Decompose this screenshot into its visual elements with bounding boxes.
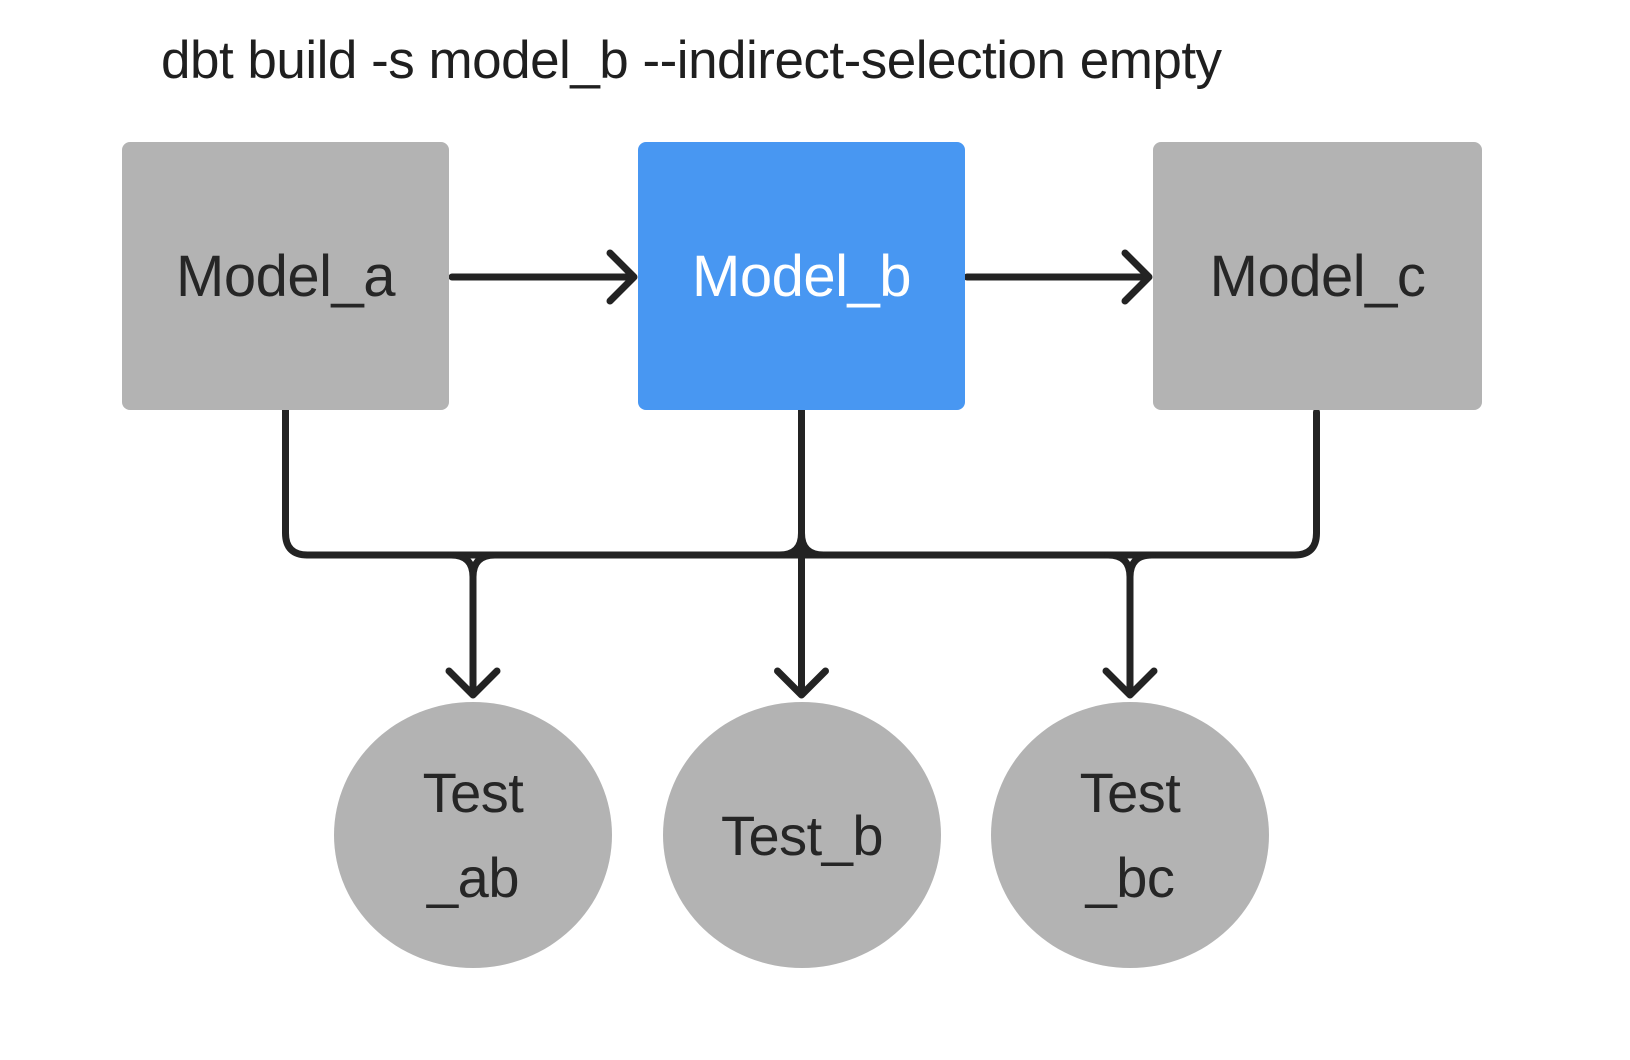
node-test-b-label: Test_b	[721, 803, 884, 867]
node-model-a-label: Model_a	[176, 243, 395, 309]
connector-lines	[282, 249, 1320, 699]
arrowhead-test-ab-icon	[445, 667, 501, 699]
node-test-b: Test_b	[663, 702, 941, 968]
node-model-b-label: Model_b	[692, 243, 911, 309]
node-model-a: Model_a	[122, 142, 449, 410]
edge-model-c-drop-line	[1291, 408, 1320, 559]
node-test-bc: Test _bc	[991, 702, 1269, 968]
node-test-ab-label-line1: Test	[422, 761, 524, 824]
node-model-b: Model_b	[638, 142, 965, 410]
edge-branch-test-ab-line	[447, 551, 499, 698]
arrowhead-test-bc-icon	[1102, 667, 1158, 699]
edge-model-a-drop-line	[282, 406, 311, 559]
node-model-c-label: Model_c	[1209, 243, 1426, 309]
arrowhead-model-a-to-model-b-icon	[606, 249, 638, 305]
edge-branch-test-bc-line	[1104, 551, 1156, 698]
arrowhead-test-b-icon	[774, 667, 829, 699]
node-test-bc-label-line1: Test	[1079, 761, 1181, 824]
node-test-ab: Test _ab	[334, 702, 612, 968]
junction-model-b-fillets	[776, 529, 827, 559]
node-model-c: Model_c	[1153, 142, 1482, 410]
node-test-ab-label-line2: _ab	[427, 846, 519, 909]
arrowhead-model-b-to-model-c-icon	[1121, 249, 1153, 305]
page-title: dbt build -s model_b --indirect-selectio…	[161, 31, 1222, 90]
node-test-bc-label-line2: _bc	[1085, 846, 1175, 909]
